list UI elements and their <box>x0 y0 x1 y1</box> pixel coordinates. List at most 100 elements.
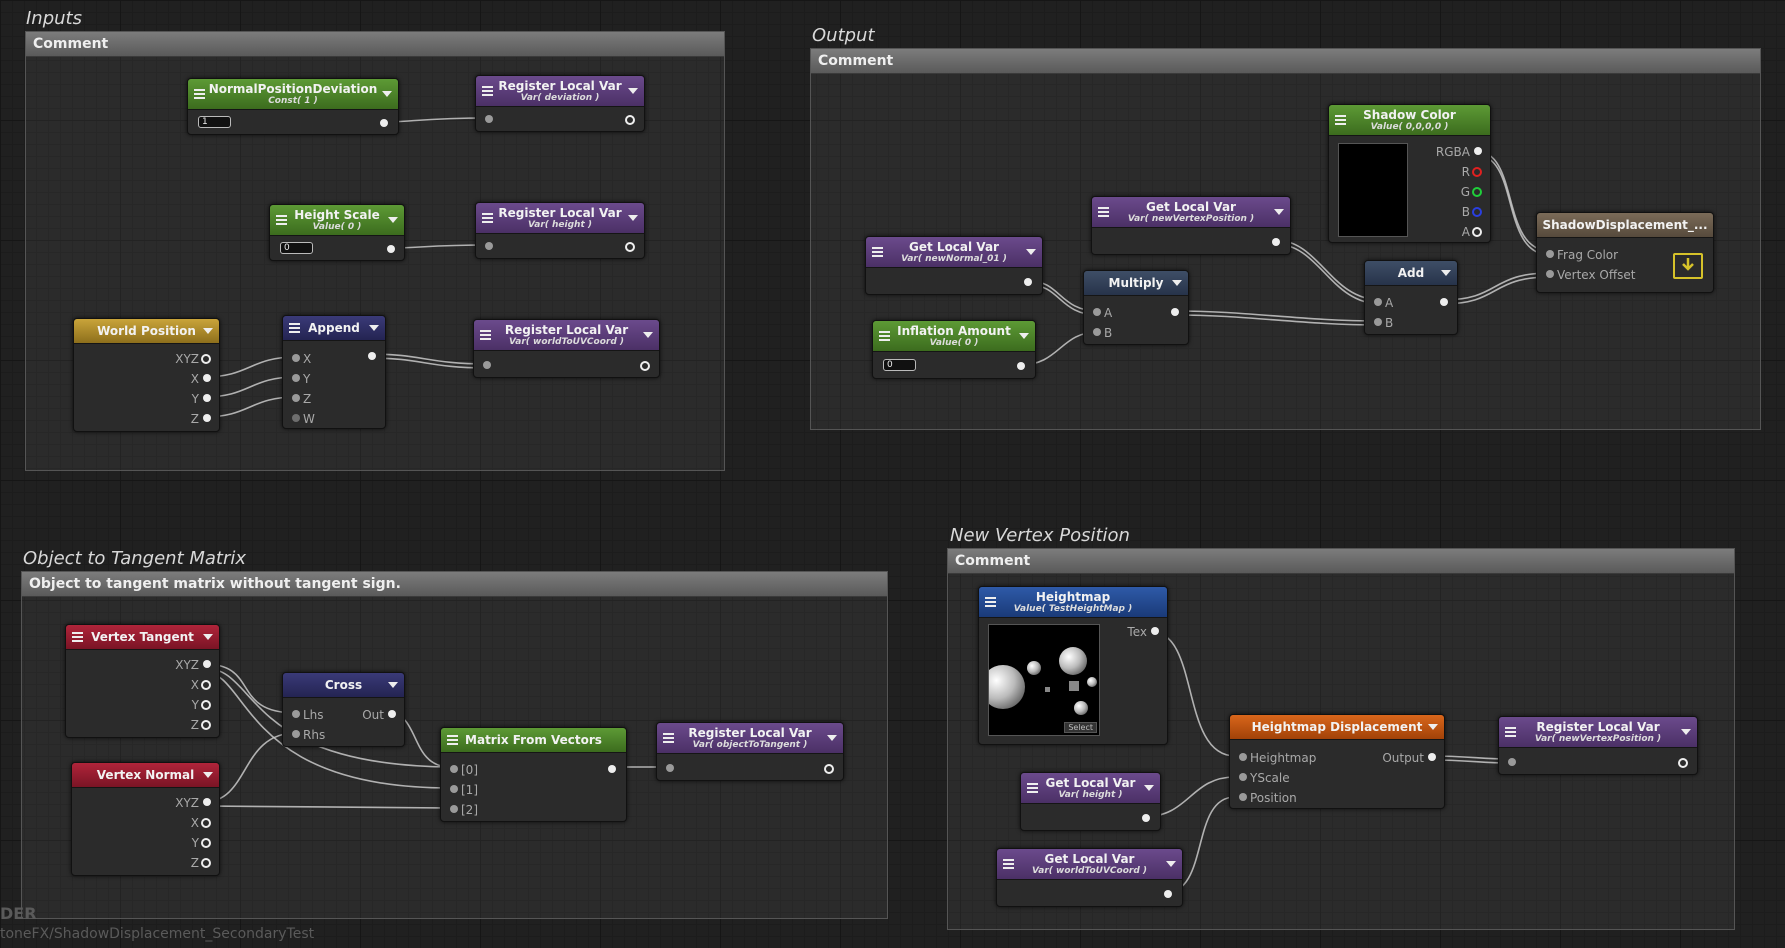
menu-icon[interactable] <box>289 323 300 333</box>
node-multiply[interactable]: Multiply A B <box>1083 270 1189 345</box>
output-port-dot[interactable] <box>608 765 616 773</box>
output-port-dot[interactable] <box>387 245 395 253</box>
output-port-dot[interactable] <box>1472 207 1482 217</box>
chevron-down-icon[interactable] <box>1019 333 1029 339</box>
node-cross[interactable]: Cross Lhs Rhs Out <box>282 672 405 747</box>
node-register-world-uv[interactable]: Register Local Var Var( worldToUVCoord ) <box>473 319 660 378</box>
input-port-dot[interactable] <box>292 374 300 382</box>
output-port-dot[interactable] <box>201 720 211 730</box>
chevron-down-icon[interactable] <box>1166 861 1176 867</box>
node-inflation-amount[interactable]: Inflation Amount Value( 0 ) 0 <box>872 320 1036 379</box>
input-port-dot[interactable] <box>450 765 458 773</box>
output-port-dot[interactable] <box>368 352 376 360</box>
input-port-dot[interactable] <box>1239 773 1247 781</box>
chevron-down-icon[interactable] <box>827 735 837 741</box>
node-get-new-normal[interactable]: Get Local Var Var( newNormal_01 ) <box>865 236 1043 295</box>
output-port-dot[interactable] <box>1171 308 1179 316</box>
group-header[interactable]: Comment <box>811 49 1760 74</box>
chevron-down-icon[interactable] <box>1441 270 1451 276</box>
menu-icon[interactable] <box>194 89 205 99</box>
output-port-dot[interactable] <box>201 354 211 364</box>
input-port-dot[interactable] <box>1546 250 1554 258</box>
input-port-dot[interactable] <box>292 394 300 402</box>
menu-icon[interactable] <box>72 632 83 642</box>
texture-preview[interactable]: Select <box>988 624 1100 736</box>
menu-icon[interactable] <box>663 733 674 743</box>
node-append[interactable]: Append X Y Z W <box>282 315 386 429</box>
input-port-dot[interactable] <box>483 361 491 369</box>
output-port-dot[interactable] <box>640 361 650 371</box>
input-port-dot[interactable] <box>1508 758 1516 766</box>
value-input[interactable]: 0 <box>280 242 313 254</box>
input-port-dot[interactable] <box>1546 270 1554 278</box>
node-heightmap-displacement[interactable]: Heightmap Displacement Heightmap YScale … <box>1229 714 1445 809</box>
output-port-dot[interactable] <box>1164 890 1172 898</box>
chevron-down-icon[interactable] <box>1681 729 1691 735</box>
node-vertex-tangent[interactable]: Vertex Tangent XYZ X Y Z <box>65 624 220 738</box>
node-heightmap[interactable]: Heightmap Value( TestHeightMap ) Select … <box>978 586 1168 745</box>
output-port-dot[interactable] <box>1472 167 1482 177</box>
chevron-down-icon[interactable] <box>203 634 213 640</box>
chevron-down-icon[interactable] <box>1274 209 1284 215</box>
output-port-dot[interactable] <box>824 764 834 774</box>
download-icon[interactable] <box>1673 253 1703 279</box>
node-register-height[interactable]: Register Local Var Var( height ) <box>475 202 645 259</box>
menu-icon[interactable] <box>1098 207 1109 217</box>
menu-icon[interactable] <box>482 86 493 96</box>
input-port-dot[interactable] <box>1093 328 1101 336</box>
value-input[interactable]: 0 <box>883 359 916 371</box>
input-port-dot[interactable] <box>1374 318 1382 326</box>
color-swatch[interactable] <box>1338 143 1408 237</box>
node-add[interactable]: Add A B <box>1364 260 1458 335</box>
input-port-dot[interactable] <box>666 764 674 772</box>
output-port-dot[interactable] <box>201 858 211 868</box>
chevron-down-icon[interactable] <box>369 325 379 331</box>
menu-icon[interactable] <box>872 247 883 257</box>
group-header[interactable]: Comment <box>26 32 724 57</box>
input-port-dot[interactable] <box>450 805 458 813</box>
input-port-dot[interactable] <box>292 710 300 718</box>
output-port-dot[interactable] <box>625 115 635 125</box>
chevron-down-icon[interactable] <box>1428 724 1438 730</box>
menu-icon[interactable] <box>1505 727 1516 737</box>
output-port-dot[interactable] <box>1472 187 1482 197</box>
menu-icon[interactable] <box>879 331 890 341</box>
group-header[interactable]: Object to tangent matrix without tangent… <box>22 572 887 597</box>
output-port-dot[interactable] <box>1151 627 1159 635</box>
chevron-down-icon[interactable] <box>1172 280 1182 286</box>
node-shadow-color[interactable]: Shadow Color Value( 0,0,0,0 ) RGBA R G B… <box>1328 104 1491 243</box>
output-port-dot[interactable] <box>1472 227 1482 237</box>
output-port-dot[interactable] <box>1428 753 1436 761</box>
node-register-deviation[interactable]: Register Local Var Var( deviation ) <box>475 75 645 132</box>
chevron-down-icon[interactable] <box>1026 249 1036 255</box>
output-port-dot[interactable] <box>203 374 211 382</box>
input-port-dot[interactable] <box>292 730 300 738</box>
output-port-dot[interactable] <box>203 414 211 422</box>
input-port-dot[interactable] <box>485 242 493 250</box>
chevron-down-icon[interactable] <box>1144 785 1154 791</box>
output-port-dot[interactable] <box>1142 814 1150 822</box>
input-port-dot[interactable] <box>1093 308 1101 316</box>
output-port-dot[interactable] <box>201 700 211 710</box>
input-port-dot[interactable] <box>450 785 458 793</box>
value-input[interactable]: 1 <box>198 116 231 128</box>
node-matrix-from-vectors[interactable]: Matrix From Vectors [0] [1] [2] <box>440 727 627 822</box>
node-world-position[interactable]: World Position XYZ X Y Z <box>73 318 220 432</box>
output-port-dot[interactable] <box>201 680 211 690</box>
output-port-dot[interactable] <box>203 660 211 668</box>
output-port-dot[interactable] <box>1017 362 1025 370</box>
input-port-dot[interactable] <box>292 354 300 362</box>
output-port-dot[interactable] <box>1272 238 1280 246</box>
menu-icon[interactable] <box>985 597 996 607</box>
menu-icon[interactable] <box>447 735 458 745</box>
chevron-down-icon[interactable] <box>628 215 638 221</box>
select-texture-button[interactable]: Select <box>1064 722 1097 733</box>
menu-icon[interactable] <box>1335 115 1346 125</box>
input-port-dot[interactable] <box>292 414 300 422</box>
chevron-down-icon[interactable] <box>203 772 213 778</box>
output-port-dot[interactable] <box>625 242 635 252</box>
output-port-dot[interactable] <box>1440 298 1448 306</box>
input-port-dot[interactable] <box>1374 298 1382 306</box>
input-port-dot[interactable] <box>1239 793 1247 801</box>
menu-icon[interactable] <box>482 213 493 223</box>
